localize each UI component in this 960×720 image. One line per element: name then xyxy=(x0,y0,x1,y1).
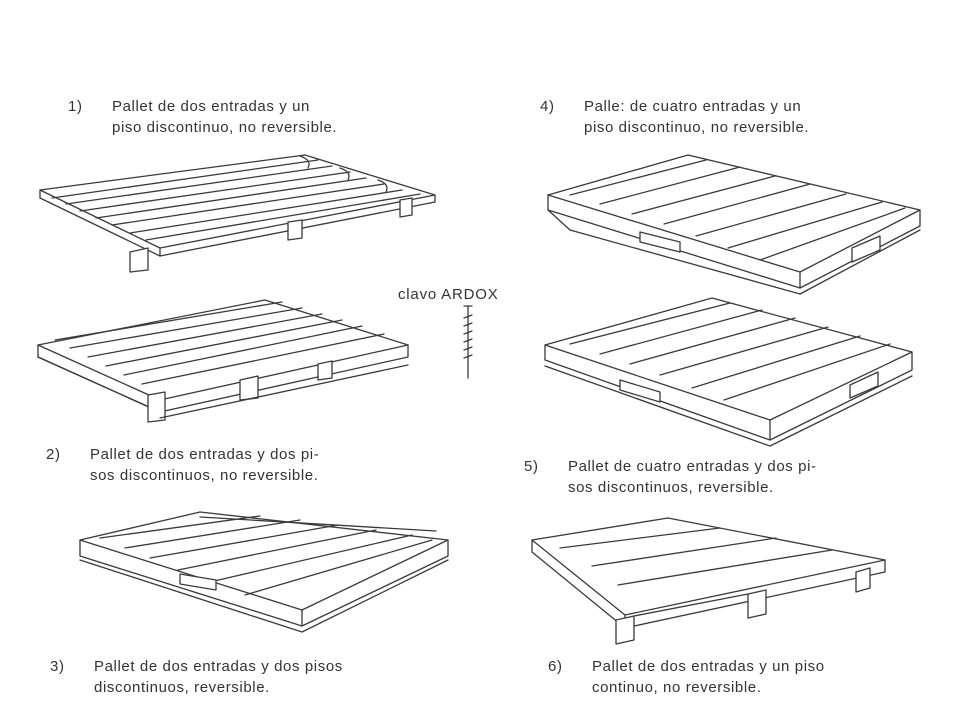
caption-line: discontinuos, reversible. xyxy=(94,679,270,696)
caption-line: Pallet de cuatro entradas y dos pi- xyxy=(568,458,817,475)
caption-line: sos discontinuos, no reversible. xyxy=(90,467,319,484)
pallet-3-drawing xyxy=(79,511,449,633)
caption-number: 5) xyxy=(524,458,539,475)
caption-pallet-2: 2) Pallet de dos entradas y dos pi- sos d… xyxy=(46,444,319,486)
caption-number: 4) xyxy=(540,98,555,115)
caption-line: continuo, no reversible. xyxy=(592,679,762,696)
caption-pallet-4: 4) Palle: de cuatro entradas y un piso di… xyxy=(540,96,809,138)
pallet-2-drawing xyxy=(37,299,409,423)
nail-icon xyxy=(463,305,473,379)
pallet-4-drawing xyxy=(547,154,921,295)
caption-line: Pallet de dos entradas y dos pisos xyxy=(94,658,343,675)
nail-label: clavo ARDOX xyxy=(398,286,499,303)
pallet-5-drawing xyxy=(544,297,913,447)
caption-number: 3) xyxy=(50,658,65,675)
caption-line: Pallet de dos entradas y un piso xyxy=(592,658,825,675)
caption-number: 1) xyxy=(68,98,83,115)
caption-pallet-1: 1) Pallet de dos entradas y un piso disco… xyxy=(68,96,337,138)
caption-line: Palle: de cuatro entradas y un xyxy=(584,98,802,115)
caption-pallet-3: 3) Pallet de dos entradas y dos pisos dis… xyxy=(50,656,343,698)
caption-line: piso discontinuo, no reversible. xyxy=(112,119,338,136)
pallet-1-drawing xyxy=(39,154,436,273)
caption-line: piso discontinuo, no reversible. xyxy=(584,119,810,136)
caption-line: sos discontinuos, reversible. xyxy=(568,479,774,496)
caption-line: Pallet de dos entradas y un xyxy=(112,98,310,115)
caption-pallet-6: 6) Pallet de dos entradas y un piso conti… xyxy=(548,656,825,698)
caption-number: 6) xyxy=(548,658,563,675)
pallet-6-drawing xyxy=(531,517,886,645)
caption-number: 2) xyxy=(46,446,61,463)
caption-line: Pallet de dos entradas y dos pi- xyxy=(90,446,320,463)
caption-pallet-5: 5) Pallet de cuatro entradas y dos pi- so… xyxy=(524,456,817,498)
